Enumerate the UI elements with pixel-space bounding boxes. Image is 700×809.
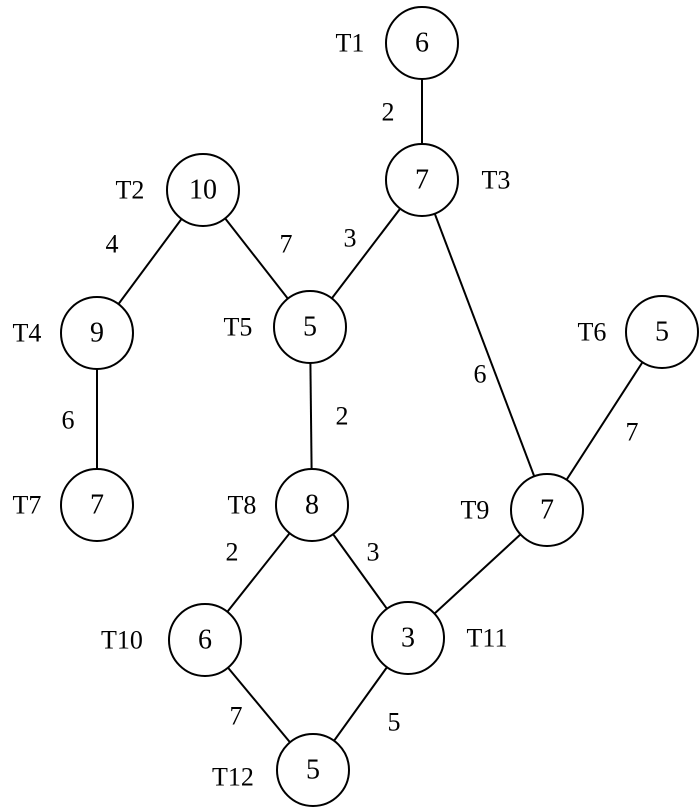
edge-weight-t2-t5: 7 <box>280 230 293 259</box>
node-label-t2: T2 <box>116 176 145 205</box>
edge-weight-t1-t3: 2 <box>382 98 395 127</box>
edges-layer: 2 4 7 3 6 6 2 7 2 3 7 5 <box>62 43 663 771</box>
node-weight-t8: 8 <box>305 490 319 521</box>
node-weight-t11: 3 <box>401 623 415 654</box>
node-label-t12: T12 <box>212 763 254 792</box>
edge-weight-t8-t11: 3 <box>367 538 380 567</box>
node-weight-t9: 7 <box>540 495 554 526</box>
node-weight-t2: 10 <box>189 175 217 206</box>
edge-t3-t9 <box>421 179 548 511</box>
node-label-t3: T3 <box>482 166 511 195</box>
node-circle-t8 <box>275 468 349 542</box>
edge-weight-t4-t7: 6 <box>62 406 75 435</box>
node-circle-t5 <box>273 290 347 364</box>
node-label-t6: T6 <box>578 318 607 347</box>
node-circle-t12 <box>276 733 350 807</box>
node-t12: 5 T12 <box>212 733 350 807</box>
node-weight-t10: 6 <box>198 625 212 656</box>
node-weight-t4: 9 <box>90 318 104 349</box>
node-t9: 7 T9 <box>461 473 584 547</box>
edge-weight-t3-t5: 3 <box>344 224 357 253</box>
edge-weight-t6-t9: 7 <box>626 418 639 447</box>
node-circle-t1 <box>385 6 459 80</box>
edge-weight-t8-t10: 2 <box>226 538 239 567</box>
node-circle-t3 <box>385 143 459 217</box>
node-t4: 9 T4 <box>13 296 134 370</box>
node-label-t5: T5 <box>224 313 253 342</box>
node-label-t7: T7 <box>13 491 42 520</box>
node-t5: 5 T5 <box>224 290 347 364</box>
node-label-t1: T1 <box>336 29 365 58</box>
node-circle-t2 <box>166 153 240 227</box>
node-label-t4: T4 <box>13 319 42 348</box>
node-circle-t11 <box>371 601 445 675</box>
node-circle-t10 <box>168 603 242 677</box>
node-circle-t4 <box>60 296 134 370</box>
node-label-t8: T8 <box>228 491 257 520</box>
edge-weight-t3-t9: 6 <box>474 360 487 389</box>
node-weight-t6: 5 <box>655 317 669 348</box>
node-weight-t3: 7 <box>415 165 429 196</box>
node-t6: 5 T6 <box>578 295 699 369</box>
node-weight-t5: 5 <box>303 312 317 343</box>
node-t10: 6 T10 <box>101 603 242 677</box>
node-label-t11: T11 <box>467 624 508 653</box>
node-t1: 6 T1 <box>336 6 459 80</box>
node-weight-t12: 5 <box>306 755 320 786</box>
node-t3: 7 T3 <box>385 143 511 217</box>
node-weight-t1: 6 <box>415 28 429 59</box>
node-t7: 7 T7 <box>13 468 134 542</box>
node-weight-t7: 7 <box>90 490 104 521</box>
node-t11: 3 T11 <box>371 601 508 675</box>
node-label-t9: T9 <box>461 496 490 525</box>
node-label-t10: T10 <box>101 626 143 655</box>
node-circle-t9 <box>510 473 584 547</box>
edge-weight-t2-t4: 4 <box>106 230 119 259</box>
node-t8: 8 T8 <box>228 468 349 542</box>
node-t2: 10 T2 <box>116 153 240 227</box>
node-circle-t7 <box>60 468 134 542</box>
edge-weight-t10-t12: 7 <box>230 702 243 731</box>
edge-weight-t5-t8: 2 <box>336 402 349 431</box>
node-circle-t6 <box>625 295 699 369</box>
edge-weight-t11-t12: 5 <box>388 708 401 737</box>
